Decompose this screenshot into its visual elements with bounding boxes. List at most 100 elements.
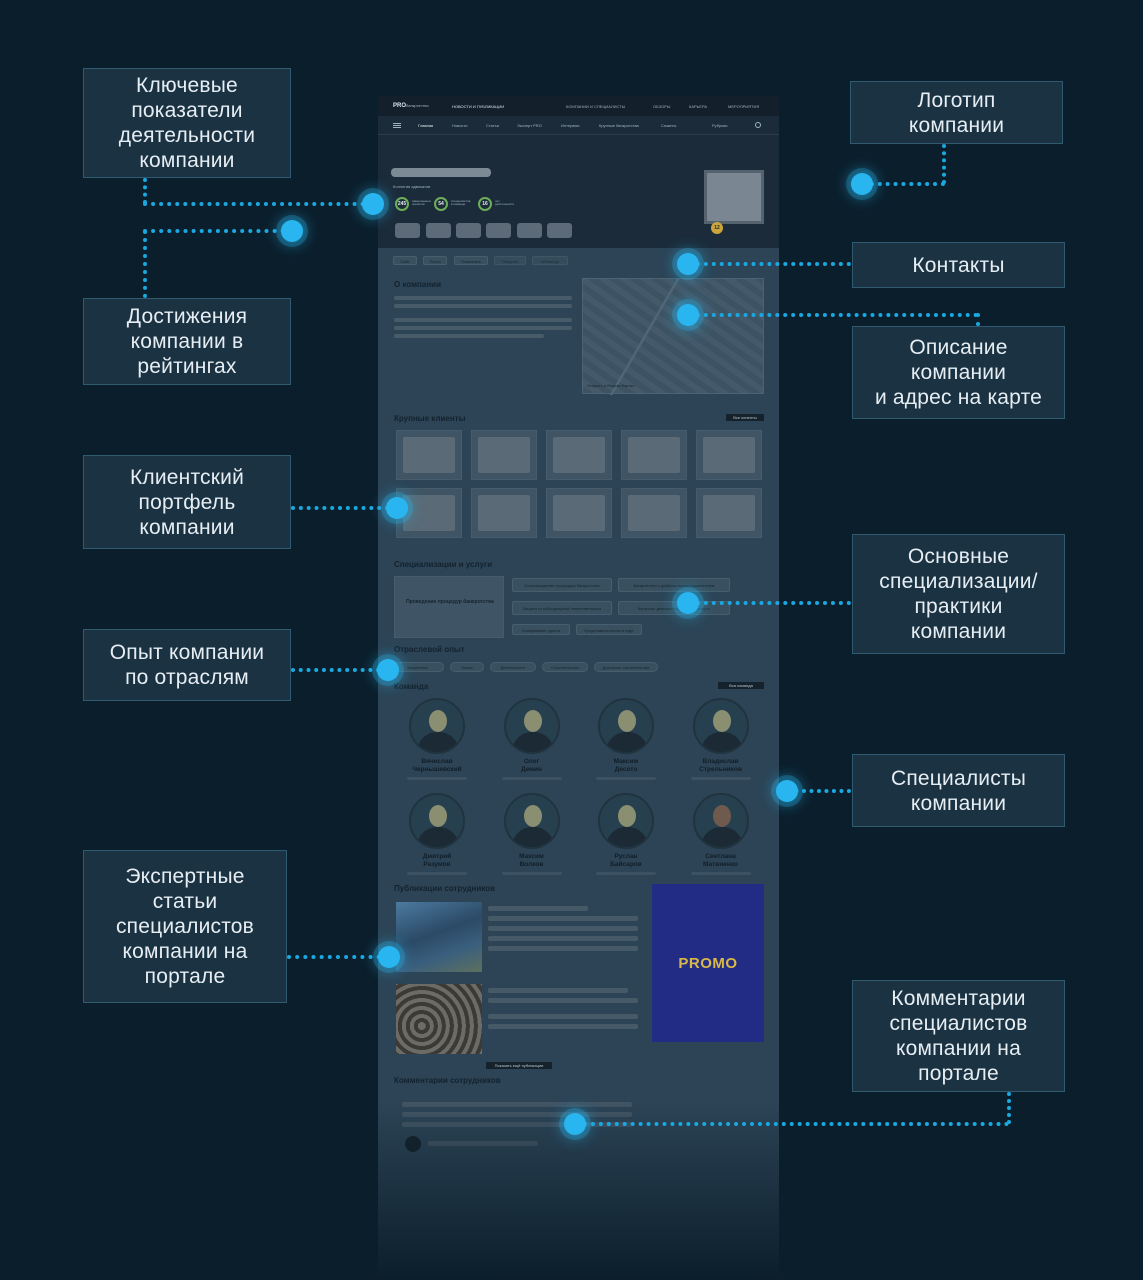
client-tile[interactable]: [546, 488, 612, 538]
team-member-role-line: [596, 872, 656, 875]
rating-badge[interactable]: [395, 223, 420, 238]
nav-item[interactable]: Крупные банкротства: [599, 123, 639, 128]
connector-line: [976, 313, 980, 326]
client-logo-placeholder: [403, 495, 455, 531]
kpi-label: лет деятельности: [495, 199, 515, 206]
topbar-item[interactable]: МЕРОПРИЯТИЯ: [728, 104, 760, 109]
client-tile[interactable]: [621, 430, 687, 480]
industry-chip[interactable]: Банки: [450, 662, 484, 672]
connector-line: [1007, 1092, 1011, 1124]
team-member-avatar[interactable]: [692, 698, 749, 754]
nav-item[interactable]: Сюжеты: [661, 123, 677, 128]
industry-chip[interactable]: Дорожное строительство: [594, 662, 658, 672]
callout-description: Описание компании и адрес на карте: [852, 326, 1065, 419]
team-member-avatar[interactable]: [409, 698, 465, 754]
text-line: [488, 926, 638, 931]
team-member-avatar[interactable]: [598, 793, 654, 849]
rating-badge[interactable]: [547, 223, 572, 238]
team-member-avatar[interactable]: [409, 793, 465, 849]
company-page-mockup: PROбанкротство НОВОСТИ И ПУБЛИКАЦИИ КОМП…: [378, 96, 779, 1280]
rating-badge[interactable]: [517, 223, 542, 238]
spec-item[interactable]: Банкротство с добровольным управлением: [618, 578, 730, 592]
client-tile[interactable]: [471, 488, 537, 538]
client-tile[interactable]: [396, 430, 462, 480]
text-line: [488, 936, 638, 941]
contact-mail-button[interactable]: Почта: [423, 256, 447, 265]
callout-articles: Экспертные статьи специалистов компании …: [83, 850, 287, 1003]
nav-item[interactable]: Новости: [452, 123, 468, 128]
company-name-placeholder: [391, 168, 491, 177]
client-tile[interactable]: [471, 430, 537, 480]
mock-nav: Главная Новости Статьи Эксперт PRO Интер…: [378, 116, 779, 135]
spec-main-card[interactable]: Проведение процедур банкротства: [394, 576, 504, 638]
topbar-item[interactable]: НОВОСТИ И ПУБЛИКАЦИИ: [452, 104, 505, 109]
publication-image[interactable]: [396, 902, 482, 972]
callout-comments: Комментарии специалистов компании на пор…: [852, 980, 1065, 1092]
client-logo-placeholder: [628, 495, 680, 531]
avatar-head: [429, 805, 447, 827]
callout-dot: [362, 193, 384, 215]
client-tile[interactable]: [696, 488, 762, 538]
spec-item[interactable]: Представительство в суде: [576, 624, 642, 635]
client-logo-placeholder: [478, 437, 530, 473]
more-pubs-button[interactable]: Показать ещё публикации: [486, 1062, 552, 1069]
rating-badge[interactable]: [456, 223, 481, 238]
industry-title: Отраслевой опыт: [394, 645, 465, 654]
callout-ratings: Достижения компании в рейтингах: [83, 298, 291, 385]
team-member-avatar[interactable]: [692, 793, 749, 849]
team-member-avatar[interactable]: [503, 698, 560, 754]
kpi-ring: 245: [395, 197, 409, 211]
team-member-avatar[interactable]: [503, 793, 560, 849]
callout-dot: [677, 592, 699, 614]
team-member-role-line: [690, 777, 751, 780]
team-member-name: Руслан Байсаров: [610, 853, 642, 868]
nav-item[interactable]: Интервью: [561, 123, 580, 128]
client-tile[interactable]: [696, 430, 762, 480]
team-member-avatar[interactable]: [598, 698, 654, 754]
search-icon[interactable]: [755, 122, 761, 128]
contact-telegram-button[interactable]: Telegram: [494, 256, 526, 265]
avatar-head: [712, 805, 731, 827]
spec-item[interactable]: Оспаривание сделок: [512, 624, 570, 635]
burger-icon[interactable]: [393, 123, 401, 124]
team-member-name: Светлана Матвиенко: [703, 853, 738, 868]
avatar-head: [712, 710, 731, 732]
kpi-label: специалистов в команде: [451, 199, 471, 206]
callout-dot: [378, 946, 400, 968]
all-clients-button[interactable]: Все клиенты: [726, 414, 764, 421]
callout-contacts: Контакты: [852, 242, 1065, 288]
client-tile[interactable]: [621, 488, 687, 538]
topbar-item[interactable]: ОБЗОРЫ: [653, 104, 671, 109]
publication-image[interactable]: [396, 984, 482, 1054]
industry-chip[interactable]: Девелопмент: [490, 662, 536, 672]
map-open-link[interactable]: Открыть в Яндекс Картах: [587, 383, 635, 388]
text-line: [394, 326, 572, 330]
industry-chip[interactable]: Строительство: [542, 662, 588, 672]
spec-item[interactable]: Сопровождение процедуры банкротства: [512, 578, 612, 592]
company-map[interactable]: Открыть в Яндекс Картах: [582, 278, 764, 395]
team-member-name: Дмитрий Разумов: [422, 853, 452, 868]
promo-banner[interactable]: PROMO: [652, 884, 764, 1042]
nav-item[interactable]: Эксперт PRO: [517, 123, 542, 128]
connector-line: [143, 230, 147, 298]
connector-line: [575, 1122, 1009, 1126]
rating-badge[interactable]: [486, 223, 511, 238]
spec-item[interactable]: Защита от субсидиарной ответственности: [512, 601, 612, 615]
nav-item[interactable]: Главная: [418, 123, 434, 128]
client-logo-placeholder: [628, 437, 680, 473]
client-logo-placeholder: [703, 437, 755, 473]
nav-item[interactable]: Рубрики: [712, 123, 728, 128]
all-team-button[interactable]: Вся команда: [718, 682, 764, 689]
topbar-item[interactable]: КАРЬЕРА: [689, 104, 708, 109]
contact-site-button[interactable]: Сайт: [393, 256, 417, 265]
client-tile[interactable]: [546, 430, 612, 480]
contact-call-button[interactable]: Позвонить: [454, 256, 488, 265]
client-logo-placeholder: [553, 437, 605, 473]
topbar-item[interactable]: КОМПАНИИ И СПЕЦИАЛИСТЫ: [566, 104, 626, 109]
contact-whatsapp-button[interactable]: WhatsApp: [532, 256, 568, 265]
callout-dot: [677, 304, 699, 326]
avatar-body: [417, 827, 459, 847]
rating-badge[interactable]: [426, 223, 451, 238]
nav-item[interactable]: Статьи: [486, 123, 499, 128]
